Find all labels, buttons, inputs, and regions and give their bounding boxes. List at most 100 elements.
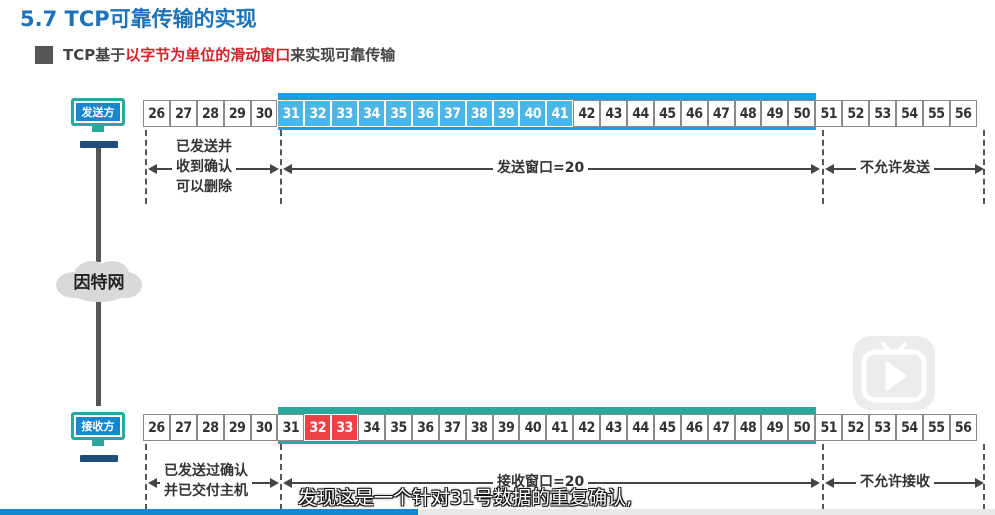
byte-cell-52: 52 <box>842 100 870 127</box>
receiver-boundary-mid <box>280 444 282 510</box>
arrowhead-icon <box>148 164 157 174</box>
arrowhead-icon <box>811 478 820 488</box>
receiver-stand-base-icon <box>80 455 118 462</box>
subtitle-emphasis: 以字节为单位的滑动窗口 <box>125 46 291 64</box>
byte-cell-26: 26 <box>143 100 170 127</box>
byte-cell-36: 36 <box>411 414 439 441</box>
byte-cell-33: 33 <box>331 414 359 441</box>
byte-cell-38: 38 <box>465 414 493 441</box>
arrowhead-icon <box>270 164 279 174</box>
byte-cell-42: 42 <box>573 414 601 441</box>
byte-cell-49: 49 <box>761 414 789 441</box>
byte-cell-41: 41 <box>546 100 574 127</box>
byte-cell-54: 54 <box>895 100 923 127</box>
arrowhead-icon <box>975 164 984 174</box>
byte-cell-49: 49 <box>761 100 789 127</box>
arrowhead-icon <box>148 478 157 488</box>
byte-cell-48: 48 <box>734 100 762 127</box>
sender-boundary-mid <box>280 130 282 204</box>
byte-cell-45: 45 <box>653 100 681 127</box>
byte-cell-27: 27 <box>169 414 197 441</box>
byte-cell-50: 50 <box>788 414 816 441</box>
slide-subtitle: TCP基于 以字节为单位的滑动窗口 来实现可靠传输 <box>35 44 395 65</box>
receiver-station-icon: 接收方 <box>71 412 125 440</box>
play-icon <box>861 342 927 403</box>
byte-cell-51: 51 <box>815 414 843 441</box>
byte-cell-41: 41 <box>546 414 574 441</box>
subtitle-part-3: 来实现可靠传输 <box>290 46 396 64</box>
sender-station-icon: 发送方 <box>71 98 125 126</box>
arrowhead-icon <box>975 478 984 488</box>
byte-cell-28: 28 <box>196 414 224 441</box>
byte-cell-34: 34 <box>358 414 386 441</box>
byte-cell-35: 35 <box>385 100 412 127</box>
receiver-boundary-end <box>983 444 985 510</box>
sender-boundary-left <box>145 130 147 204</box>
sender-stand-neck <box>92 126 104 132</box>
byte-cell-51: 51 <box>815 100 843 127</box>
slide-title: 5.7 TCP可靠传输的实现 <box>20 7 257 31</box>
arrowhead-icon <box>283 478 292 488</box>
receiver-station-label: 接收方 <box>76 417 120 435</box>
arrowhead-icon <box>825 478 834 488</box>
arrowhead-icon <box>811 164 820 174</box>
byte-cell-43: 43 <box>600 100 628 127</box>
byte-cell-27: 27 <box>169 100 197 127</box>
sender-window-label: 发送窗口=20 <box>493 158 589 178</box>
byte-cell-33: 33 <box>331 100 359 127</box>
receiver-boundary-left <box>145 444 147 510</box>
byte-cell-42: 42 <box>573 100 601 127</box>
byte-cell-37: 37 <box>438 100 466 127</box>
byte-cell-37: 37 <box>438 414 466 441</box>
byte-cell-47: 47 <box>707 414 735 441</box>
byte-cell-52: 52 <box>842 414 870 441</box>
byte-cell-53: 53 <box>869 414 896 441</box>
byte-cell-34: 34 <box>358 100 386 127</box>
progress-track[interactable] <box>0 509 995 515</box>
sender-left-label: 已发送并 收到确认 可以删除 <box>172 137 236 197</box>
byte-cell-26: 26 <box>143 414 170 441</box>
byte-cell-44: 44 <box>627 414 654 441</box>
byte-cell-39: 39 <box>492 414 520 441</box>
byte-cell-28: 28 <box>196 100 224 127</box>
byte-cell-50: 50 <box>788 100 816 127</box>
byte-cell-46: 46 <box>680 414 708 441</box>
subtitle-part-1: TCP基于 <box>63 46 126 64</box>
progress-fill[interactable] <box>0 509 418 515</box>
byte-cell-39: 39 <box>492 100 520 127</box>
play-button[interactable] <box>853 336 935 410</box>
cloud-icon <box>56 261 142 302</box>
link-line-top <box>96 146 101 262</box>
receiver-window-label: 接收窗口=20 <box>493 472 589 492</box>
receiver-left-label: 已发送过确认 并已交付主机 <box>160 461 252 501</box>
receiver-boundary-right <box>822 444 824 510</box>
byte-cell-48: 48 <box>734 414 762 441</box>
network-label: 因特网 <box>73 273 125 293</box>
sender-stand-base-icon <box>80 141 118 148</box>
byte-cell-38: 38 <box>465 100 493 127</box>
link-line-bottom <box>96 300 101 406</box>
video-caption: 发现这是一个针对31号数据的重复确认, <box>298 487 633 509</box>
byte-cell-47: 47 <box>707 100 735 127</box>
receiver-stand-neck <box>92 440 104 446</box>
byte-cell-46: 46 <box>680 100 708 127</box>
byte-cell-56: 56 <box>949 414 977 441</box>
byte-cell-30: 30 <box>250 414 278 441</box>
byte-cell-54: 54 <box>895 414 923 441</box>
arrowhead-icon <box>825 164 834 174</box>
receiver-right-label: 不允许接收 <box>856 472 934 492</box>
byte-cell-29: 29 <box>223 414 251 441</box>
sender-boundary-right <box>822 130 824 204</box>
byte-cell-35: 35 <box>385 414 412 441</box>
byte-cell-36: 36 <box>411 100 439 127</box>
byte-cell-32: 32 <box>304 100 332 127</box>
byte-cell-29: 29 <box>223 100 251 127</box>
sender-right-label: 不允许发送 <box>856 158 934 178</box>
byte-cell-32: 32 <box>304 414 332 441</box>
byte-cell-40: 40 <box>519 100 547 127</box>
square-bullet-icon <box>35 45 53 64</box>
byte-cell-55: 55 <box>922 100 950 127</box>
byte-cell-43: 43 <box>600 414 628 441</box>
byte-cell-30: 30 <box>250 100 278 127</box>
